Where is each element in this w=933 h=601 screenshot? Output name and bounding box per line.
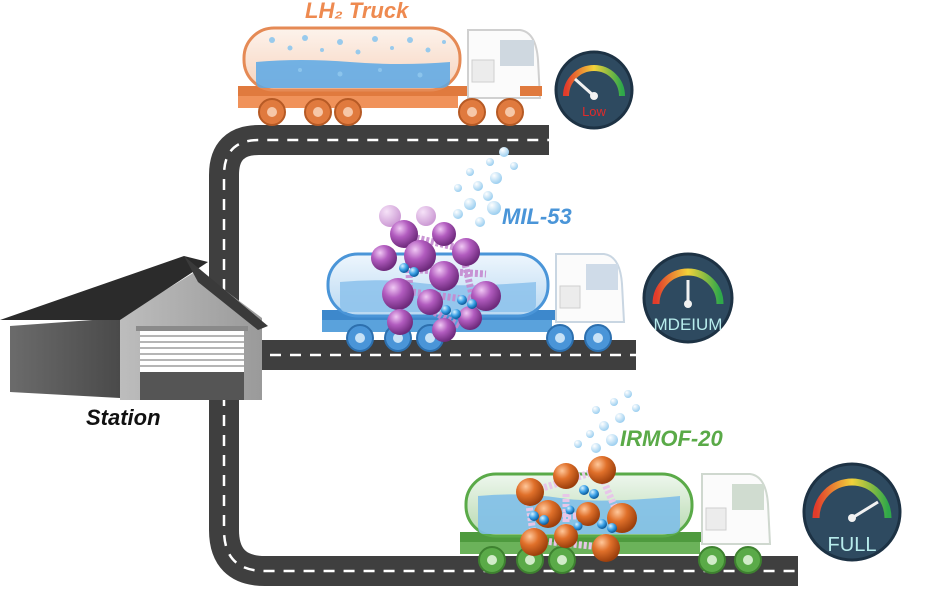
truck-label-irmof20: IRMOF-20 xyxy=(620,426,723,451)
road-bottom-dashes xyxy=(222,395,798,573)
hydrogen-bubbles-irmof20 xyxy=(574,390,640,453)
gauge-label-full: FULL xyxy=(828,534,877,556)
mof-crystal-icon-irmof20 xyxy=(516,456,637,562)
truck-lh2 xyxy=(238,26,542,126)
hydrogen-bubbles-mil53 xyxy=(453,147,518,227)
mof-crystal-icon xyxy=(371,205,501,342)
road-network xyxy=(209,125,798,586)
garage-icon xyxy=(0,256,268,400)
fuel-gauge-full: FULL xyxy=(802,462,902,562)
fuel-gauge-medium: MDEIUM xyxy=(642,252,734,344)
station-label: Station xyxy=(86,405,161,430)
truck-label-mil53: MIL-53 xyxy=(502,204,572,229)
gauge-label-low: Low xyxy=(582,104,606,119)
fuel-gauge-low: Low xyxy=(554,50,634,130)
truck-label-lh2: LH₂ Truck xyxy=(305,0,409,23)
gauge-label-medium: MDEIUM xyxy=(654,315,723,334)
road-top-dashes xyxy=(222,138,549,430)
